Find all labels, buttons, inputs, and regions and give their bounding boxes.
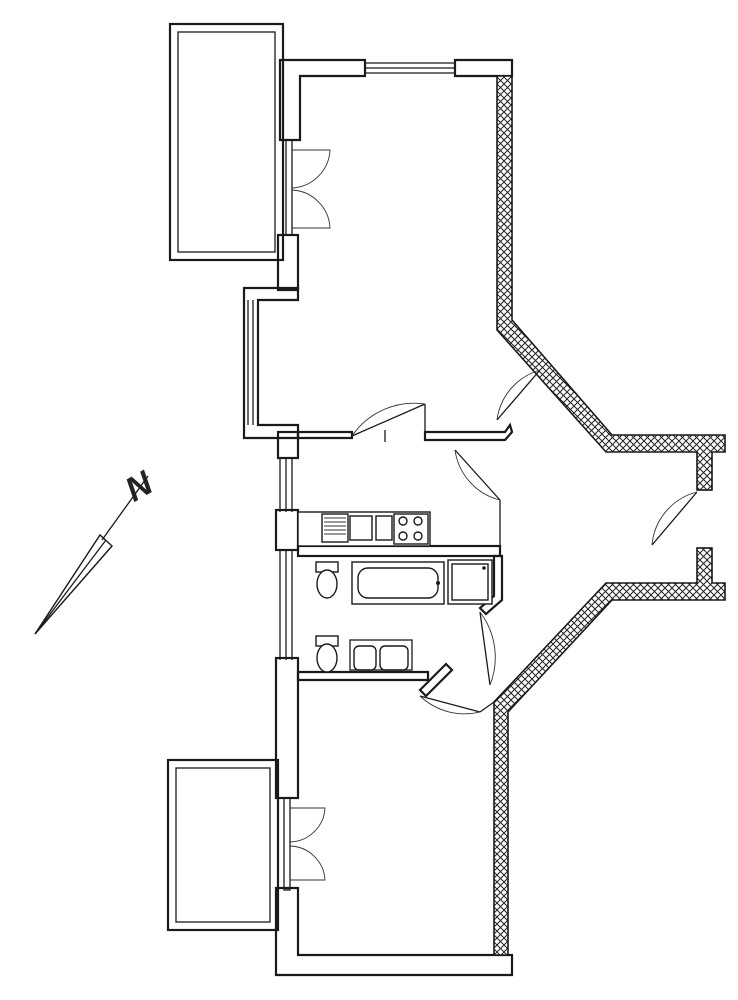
doors xyxy=(289,149,698,881)
balcony-bottom xyxy=(166,758,280,932)
north-label: N xyxy=(119,463,161,509)
interior-walls xyxy=(296,422,514,698)
west-wall xyxy=(242,58,514,977)
north-arrow: N xyxy=(34,463,161,635)
bathroom-fixtures xyxy=(315,559,493,673)
east-wall xyxy=(493,75,726,956)
kitchen-counter xyxy=(297,511,431,547)
balcony-top xyxy=(168,22,285,262)
